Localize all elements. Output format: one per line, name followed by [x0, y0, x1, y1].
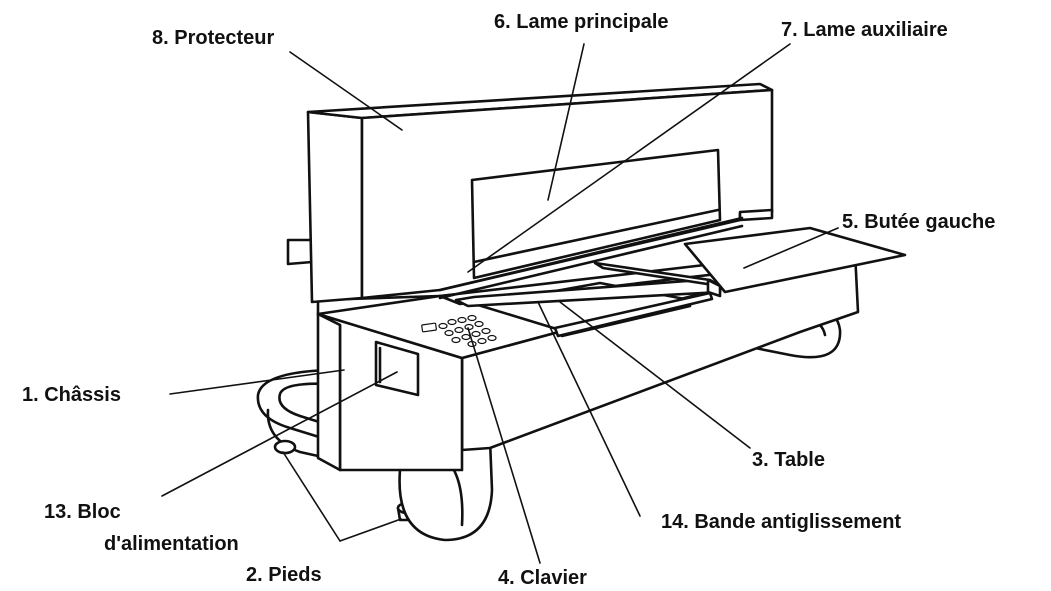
leader-table — [559, 301, 751, 449]
keyboard-keys — [421, 314, 497, 348]
power-block-window — [374, 340, 420, 397]
label-lame-principale: 6. Lame principale — [494, 11, 669, 33]
label-bloc-line2: d'alimentation — [104, 533, 239, 555]
leader-pieds-2 — [339, 518, 402, 542]
leader-lame-principale — [547, 43, 585, 201]
label-table: 3. Table — [752, 449, 825, 471]
protector-hood — [286, 82, 774, 304]
label-chassis: 1. Châssis — [22, 384, 121, 406]
left-stop-plate — [683, 226, 907, 294]
label-pieds: 2. Pieds — [246, 564, 322, 586]
label-lame-auxiliaire: 7. Lame auxiliaire — [781, 19, 948, 41]
leader-lines — [161, 43, 839, 564]
leader-pieds-1 — [282, 451, 341, 542]
label-clavier: 4. Clavier — [498, 567, 587, 589]
hood-window — [470, 148, 722, 280]
leader-clavier — [467, 327, 541, 564]
leader-bande — [537, 301, 641, 517]
leader-lame-auxiliaire — [467, 43, 791, 273]
leader-chassis — [169, 369, 345, 395]
label-bloc-line1: 13. Bloc — [44, 501, 121, 523]
label-bande-antiglissement: 14. Bande antiglissement — [661, 511, 902, 533]
leader-protecteur — [289, 51, 403, 131]
leader-butee-gauche — [743, 227, 839, 269]
label-butee-gauche: 5. Butée gauche — [842, 211, 996, 233]
leader-bloc — [161, 371, 398, 497]
label-protecteur: 8. Protecteur — [152, 27, 275, 49]
